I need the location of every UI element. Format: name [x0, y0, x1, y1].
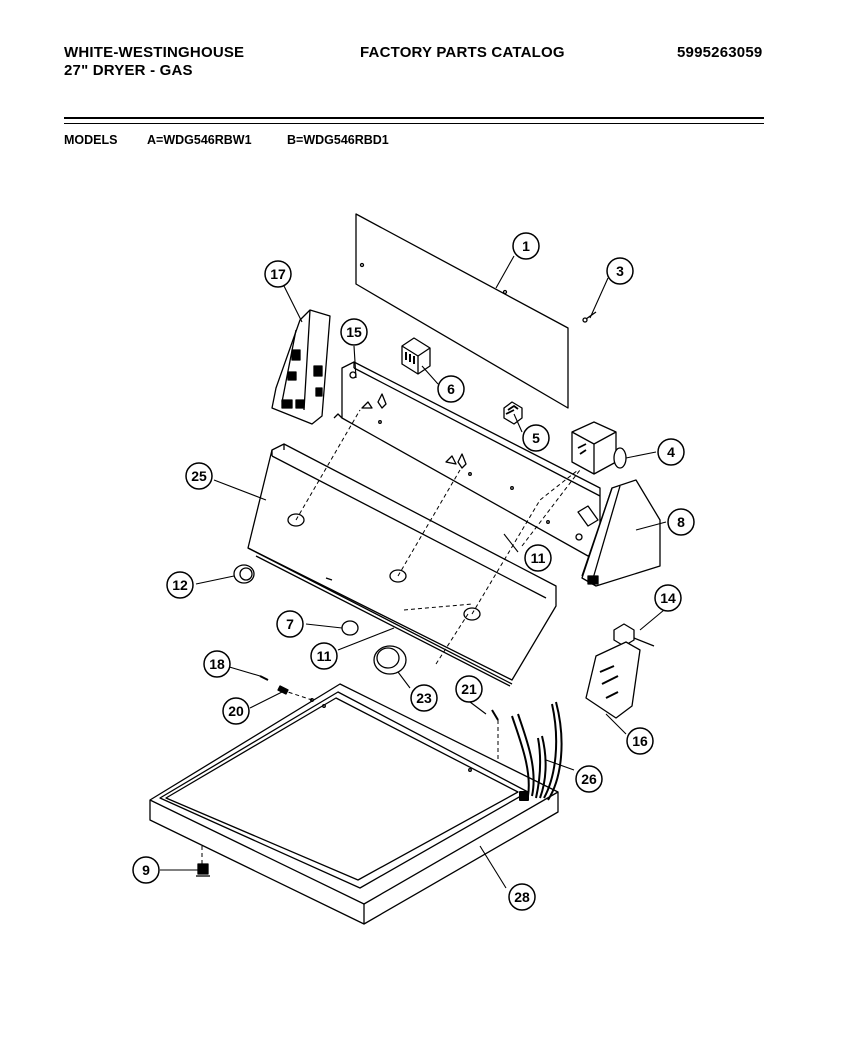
callout-6: 6: [437, 375, 465, 403]
screw-18-20: [259, 675, 289, 695]
catalog-number: 5995263059: [677, 44, 763, 61]
callout-21: 21: [455, 675, 483, 703]
callout-25-label: 25: [191, 468, 207, 484]
brand-name: WHITE-WESTINGHOUSE: [64, 44, 245, 61]
callout-4-label: 4: [667, 444, 675, 460]
models-label: MODELS: [64, 133, 118, 147]
callout-11-lower: 11: [310, 642, 338, 670]
callout-28-label: 28: [514, 889, 530, 905]
callout-18-label: 18: [209, 656, 225, 672]
callout-21-label: 21: [461, 681, 477, 697]
wire-harness: [511, 701, 563, 801]
callout-5: 5: [522, 424, 550, 452]
model-b: B=WDG546RBD1: [287, 133, 389, 147]
callout-20: 20: [222, 697, 250, 725]
callout-11-upper: 11: [524, 544, 552, 572]
callout-4: 4: [657, 438, 685, 466]
screw-9: [196, 863, 210, 877]
callout-15-label: 15: [346, 324, 362, 340]
knob-23: [373, 645, 407, 675]
knob-12: [233, 564, 255, 584]
callout-11-lower-label: 11: [317, 648, 332, 664]
header-rule-thick: [64, 117, 764, 119]
header-rule-thin: [64, 123, 764, 124]
callout-6-label: 6: [447, 381, 455, 397]
callout-1: 1: [512, 232, 540, 260]
timer-unit: [571, 421, 627, 475]
callout-9-label: 9: [142, 862, 150, 878]
callout-15: 15: [340, 318, 368, 346]
screw-21: [491, 709, 499, 721]
callout-8: 8: [667, 508, 695, 536]
callout-7: 7: [276, 610, 304, 638]
callout-26: 26: [575, 765, 603, 793]
callout-3: 3: [606, 257, 634, 285]
right-end-cap: [581, 479, 661, 587]
callout-16-label: 16: [632, 733, 648, 749]
model-a: A=WDG546RBW1: [147, 133, 252, 147]
rear-panel: [355, 213, 569, 409]
callout-14: 14: [654, 584, 682, 612]
callout-20-label: 20: [228, 703, 244, 719]
callout-1-label: 1: [522, 238, 530, 254]
left-end-cap: [271, 309, 331, 425]
callout-26-label: 26: [581, 771, 597, 787]
callout-5-label: 5: [532, 430, 540, 446]
callout-16: 16: [626, 727, 654, 755]
callout-23-label: 23: [416, 690, 432, 706]
terminal-bracket: [585, 623, 655, 719]
console-front-panel: [247, 443, 557, 687]
callout-12: 12: [166, 571, 194, 599]
callout-25: 25: [185, 462, 213, 490]
catalog-title: FACTORY PARTS CATALOG: [360, 44, 565, 61]
callout-14-label: 14: [660, 590, 676, 606]
product-name: 27" DRYER - GAS: [64, 62, 193, 79]
main-top: [149, 683, 559, 925]
callout-23: 23: [410, 684, 438, 712]
callout-3-label: 3: [616, 263, 624, 279]
callout-18: 18: [203, 650, 231, 678]
callout-28: 28: [508, 883, 536, 911]
callout-8-label: 8: [677, 514, 685, 530]
callout-17: 17: [264, 260, 292, 288]
callout-12-label: 12: [172, 577, 188, 593]
screw-part: [582, 311, 597, 323]
leader-lines: [160, 255, 667, 889]
knob-7: [341, 620, 359, 636]
callout-17-label: 17: [270, 266, 286, 282]
selector-switch: [401, 337, 431, 375]
push-switch: [503, 401, 523, 425]
callout-9: 9: [132, 856, 160, 884]
callout-7-label: 7: [286, 616, 294, 632]
callout-11-upper-label: 11: [531, 550, 546, 566]
